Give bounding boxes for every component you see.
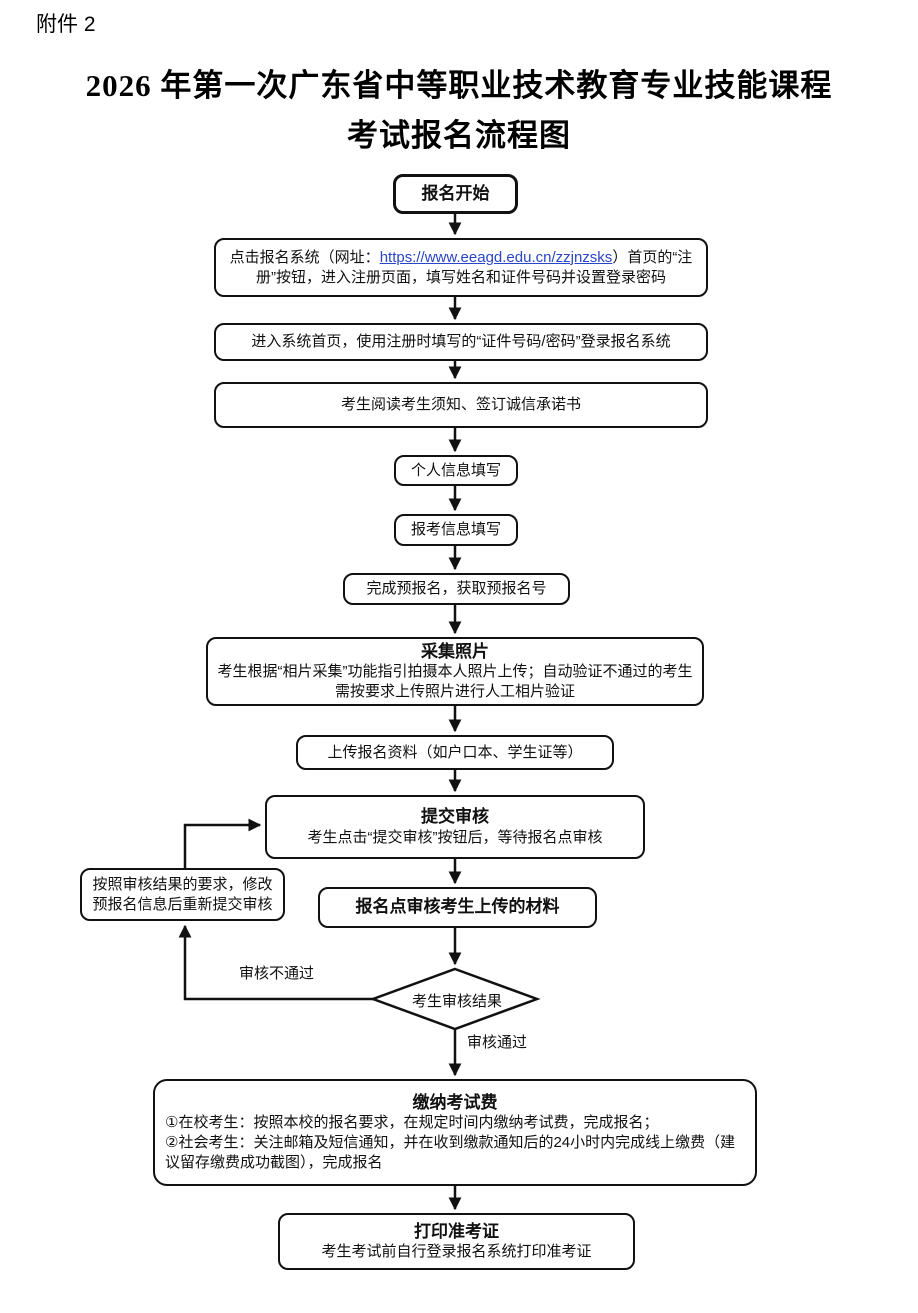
edge-label-fail: 审核不通过 (239, 965, 315, 982)
node-exam-info: 报考信息填写 (394, 514, 518, 546)
register-text-post: ）首页的“注册”按钮，进入注册页面，填写姓名和证件号码并设置登录密码 (256, 248, 693, 286)
attachment-label: 附件 2 (36, 13, 96, 36)
node-pre-registration: 完成预报名，获取预报名号 (343, 573, 570, 605)
node-photo-body: 考生根据“相片采集”功能指引拍摄本人照片上传；自动验证不通过的考生需按要求上传照… (217, 663, 693, 701)
node-pay-line1: ①在校考生：按照本校的报名要求，在规定时间内缴纳考试费，完成报名； (165, 1114, 659, 1132)
node-photo-title: 采集照片 (421, 642, 489, 662)
registration-system-link[interactable]: https://www.eeagd.edu.cn/zzjnzsks (379, 248, 613, 266)
node-submit-review-body: 考生点击“提交审核”按钮后，等待报名点审核 (307, 828, 603, 846)
node-submit-review-title: 提交审核 (421, 807, 489, 827)
register-text-pre: 点击报名系统（网址： (229, 248, 380, 266)
node-register-text: 点击报名系统（网址：https://www.eeagd.edu.cn/zzjnz… (224, 248, 698, 288)
node-site-review: 报名点审核考生上传的材料 (318, 887, 597, 928)
edge-label-pass: 审核通过 (467, 1034, 528, 1051)
node-print-ticket: 打印准考证 考生考试前自行登录报名系统打印准考证 (278, 1213, 635, 1270)
page-title-line2: 考试报名流程图 (347, 118, 571, 153)
node-pay-line2: ②社会考生：关注邮箱及短信通知，并在收到缴款通知后的24小时内完成线上缴费（建议… (165, 1134, 736, 1172)
node-pay-fee: 缴纳考试费 ①在校考生：按照本校的报名要求，在规定时间内缴纳考试费，完成报名； … (153, 1079, 757, 1186)
node-photo-capture: 采集照片 考生根据“相片采集”功能指引拍摄本人照片上传；自动验证不通过的考生需按… (206, 637, 704, 706)
node-modify-loop: 按照审核结果的要求，修改预报名信息后重新提交审核 (80, 868, 285, 921)
node-print-body: 考生考试前自行登录报名系统打印准考证 (321, 1243, 592, 1261)
node-read-notice: 考生阅读考生须知、签订诚信承诺书 (214, 382, 708, 428)
node-register: 点击报名系统（网址：https://www.eeagd.edu.cn/zzjnz… (214, 238, 708, 297)
node-login: 进入系统首页，使用注册时填写的“证件号码/密码”登录报名系统 (214, 323, 708, 361)
node-pay-title: 缴纳考试费 (412, 1093, 498, 1113)
node-upload-materials: 上传报名资料（如户口本、学生证等） (296, 735, 614, 770)
node-start: 报名开始 (393, 174, 518, 214)
node-submit-review: 提交审核 考生点击“提交审核”按钮后，等待报名点审核 (265, 795, 645, 859)
node-decision: 考生审核结果 (411, 993, 502, 1010)
node-print-title: 打印准考证 (414, 1221, 499, 1241)
page-title-line1: 2026 年第一次广东省中等职业技术教育专业技能课程 (85, 68, 833, 103)
node-personal-info: 个人信息填写 (394, 455, 518, 486)
